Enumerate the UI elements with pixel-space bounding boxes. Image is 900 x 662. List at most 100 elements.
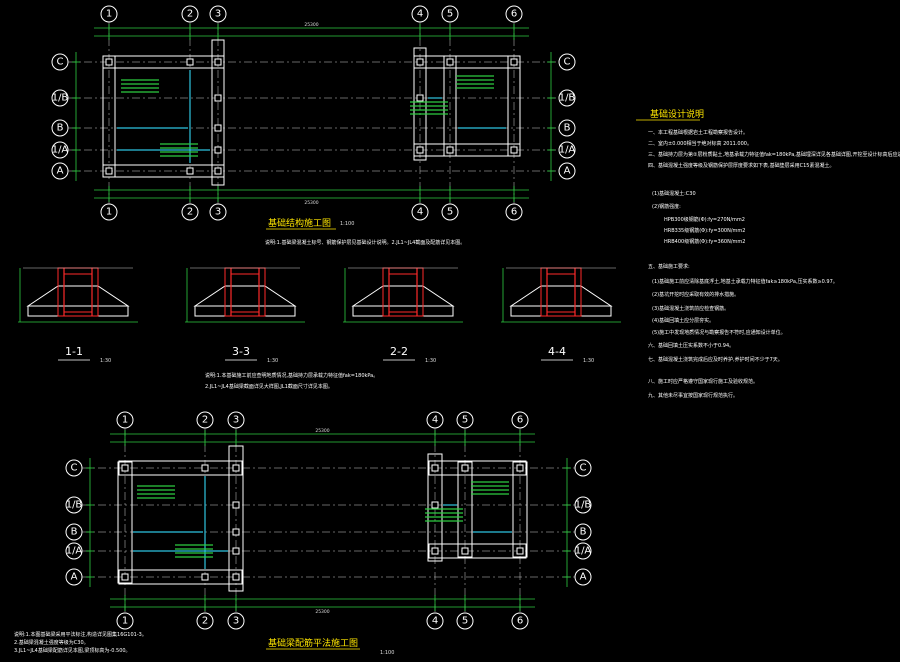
axis-bubble-bottom-6: 6 xyxy=(505,203,523,221)
axis-bubble-right-1/B: 1/B xyxy=(558,89,576,107)
axis-bubble-label: 2 xyxy=(187,207,193,218)
axis-bubble-label: 1/B xyxy=(52,93,69,104)
footing-base xyxy=(352,305,454,317)
section-scale: 1:30 xyxy=(267,358,278,364)
axis-bubble-label: A xyxy=(564,166,571,177)
drawing2-note: 说明:1.本图基础梁采用平法标注,构造详见图集16G101-3。 xyxy=(14,631,147,638)
axis-bubble-label: 1/A xyxy=(66,546,83,557)
axis-bubble-top-1: 1 xyxy=(100,5,118,23)
axis-bubble-label: 1/B xyxy=(575,500,592,511)
section-scale: 1:30 xyxy=(583,358,594,364)
axis-bubble-top-6: 6 xyxy=(505,5,523,23)
design-note-item: (2)基坑开挖时应采取有效的排水措施。 xyxy=(652,291,739,298)
axis-bubble-bottom-4: 4 xyxy=(411,203,429,221)
axis-bubble-top-6: 6 xyxy=(511,411,529,429)
axis-bubble-left-A: A xyxy=(65,568,83,586)
drawing2-note: 2.基础梁混凝土强度等级为C30。 xyxy=(14,639,89,646)
axis-bubble-top-3: 3 xyxy=(209,5,227,23)
axis-bubble-label: A xyxy=(57,166,64,177)
design-note-item: 三、基础持力层为第②层粉质黏土,地基承载力特征值fak=180kPa,基础埋深详… xyxy=(648,151,900,158)
axis-bubble-label: 5 xyxy=(447,207,453,218)
axis-bubble-label: 1 xyxy=(106,9,112,20)
column xyxy=(105,58,113,66)
section-label: 4-4 xyxy=(548,345,566,358)
column xyxy=(516,547,524,555)
design-note-item: 四、基础混凝土强度等级及钢筋保护层厚度要求如下表,基础垫层采用C15素混凝土。 xyxy=(648,162,834,169)
axis-bubble-top-2: 2 xyxy=(196,411,214,429)
axis-bubble-label: 1/A xyxy=(575,546,592,557)
axis-bubble-left-A: A xyxy=(51,162,69,180)
axis-bubble-label: B xyxy=(57,123,64,134)
design-note-item: HPB300级钢筋(Φ):fy=270N/mm2 xyxy=(664,216,745,223)
axis-bubble-bottom-6: 6 xyxy=(511,612,529,630)
column xyxy=(121,573,129,581)
column xyxy=(516,464,524,472)
axis-bubble-top-2: 2 xyxy=(181,5,199,23)
axis-bubble-label: 3 xyxy=(233,415,239,426)
axis-bubble-bottom-1: 1 xyxy=(100,203,118,221)
foundation-beam xyxy=(117,461,133,584)
column xyxy=(105,167,113,175)
drawing1-title: 基础结构施工图 xyxy=(268,217,331,229)
dimension-overall: 25300 xyxy=(315,428,329,434)
column xyxy=(232,501,240,509)
axis-bubble-right-C: C xyxy=(558,53,576,71)
column xyxy=(431,501,439,509)
axis-bubble-label: 3 xyxy=(233,616,239,627)
axis-bubble-label: 5 xyxy=(462,415,468,426)
column xyxy=(416,146,424,154)
axis-bubble-top-5: 5 xyxy=(456,411,474,429)
axis-bubble-label: 3 xyxy=(215,9,221,20)
axis-bubble-left-B: B xyxy=(65,523,83,541)
axis-bubble-right-1/A: 1/A xyxy=(574,542,592,560)
section-note-1: 说明:1.本基础施工前应查明地质情况,基础持力层承载力特征值fak=180kPa… xyxy=(205,372,378,379)
axis-bubble-label: 5 xyxy=(462,616,468,627)
axis-bubble-circle xyxy=(558,119,576,137)
axis-bubble-bottom-4: 4 xyxy=(426,612,444,630)
drawing2-title: 基础梁配筋平法施工图 xyxy=(268,637,358,649)
column xyxy=(214,58,222,66)
axis-bubble-bottom-3: 3 xyxy=(227,612,245,630)
design-note-item: (1)基础混凝土:C30 xyxy=(652,190,696,197)
section-note-2: 2.JL1~JL4基础梁截面详见大样图,JL1截面尺寸详见本图。 xyxy=(205,383,333,390)
axis-bubble-right-B: B xyxy=(574,523,592,541)
axis-bubble-left-1/A: 1/A xyxy=(65,542,83,560)
section-detail-1-1: 1-11:30 xyxy=(18,267,138,364)
axis-bubble-bottom-2: 2 xyxy=(196,612,214,630)
column xyxy=(431,547,439,555)
axis-bubble-circle xyxy=(116,612,134,630)
design-note-item: 八、施工时应严格遵守国家现行施工及验收规范。 xyxy=(648,378,758,385)
foundation-beam xyxy=(102,55,116,178)
design-notes-title: 基础设计说明 xyxy=(650,108,704,120)
axis-bubble-label: 6 xyxy=(517,415,523,426)
drawing2-note: 3.JL1~JL4基础梁配筋详见本图,梁顶标高为-0.500。 xyxy=(14,647,131,654)
axis-bubble-circle xyxy=(227,612,245,630)
axis-bubble-left-C: C xyxy=(65,459,83,477)
dimension-overall-bottom: 25300 xyxy=(315,609,329,615)
column xyxy=(446,58,454,66)
axis-bubble-top-4: 4 xyxy=(426,411,444,429)
axis-bubble-bottom-5: 5 xyxy=(456,612,474,630)
axis-bubble-bottom-3: 3 xyxy=(209,203,227,221)
axis-bubble-label: 6 xyxy=(511,207,517,218)
foundation-beam xyxy=(228,445,244,592)
dimension-overall-bottom: 25300 xyxy=(304,200,318,206)
footing-slope xyxy=(26,285,130,307)
footing-slope xyxy=(509,285,613,307)
axis-bubble-label: 1/A xyxy=(52,145,69,156)
axis-bubble-circle xyxy=(558,53,576,71)
column xyxy=(232,528,240,536)
axis-bubble-label: A xyxy=(71,572,78,583)
axis-bubble-label: 2 xyxy=(202,616,208,627)
axis-bubble-label: 1 xyxy=(122,415,128,426)
axis-bubble-right-1/B: 1/B xyxy=(574,496,592,514)
design-note-item: (5)施工中发现地质情况与勘察报告不符时,应通知设计单位。 xyxy=(652,329,786,336)
axis-bubble-label: C xyxy=(580,463,587,474)
footing-slope xyxy=(351,285,455,307)
column xyxy=(186,167,194,175)
column xyxy=(201,464,209,472)
column xyxy=(510,58,518,66)
axis-bubble-bottom-1: 1 xyxy=(116,612,134,630)
design-note-item: HRB400级钢筋(Φ):fy=360N/mm2 xyxy=(664,238,745,245)
axis-bubble-right-C: C xyxy=(574,459,592,477)
